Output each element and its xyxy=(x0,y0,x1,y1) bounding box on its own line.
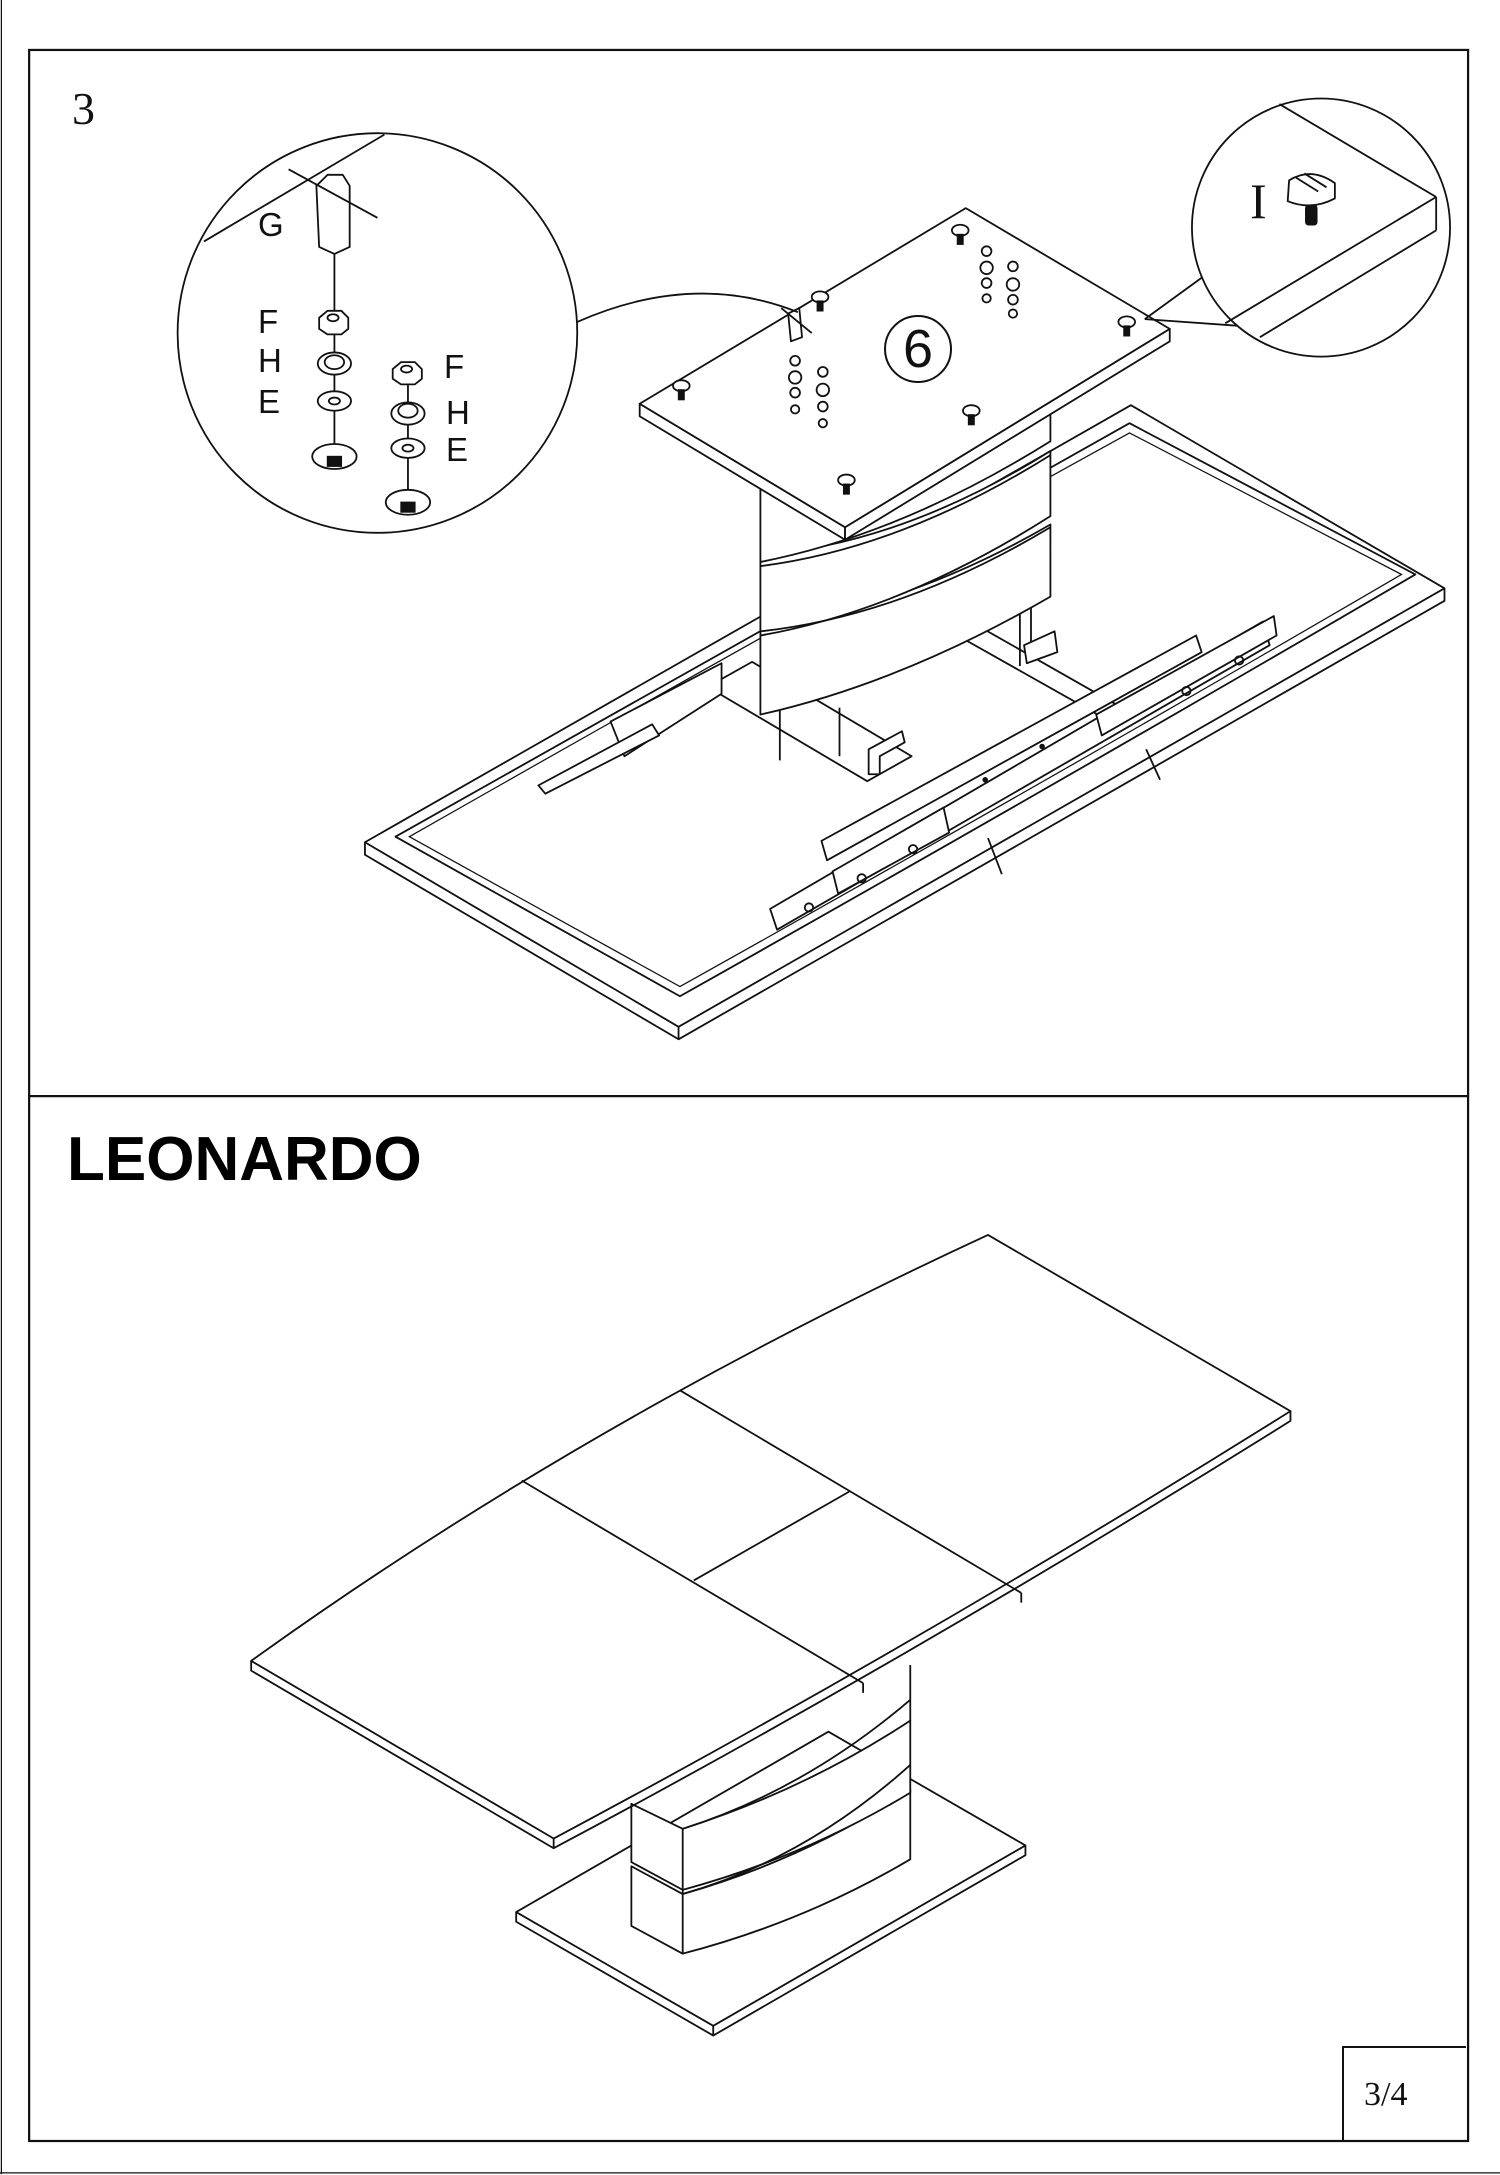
part-callout-circle: 6 xyxy=(884,315,952,383)
leveler-feet xyxy=(672,223,1136,495)
threaded-insert-icon xyxy=(384,488,432,516)
screw-holes xyxy=(787,245,1021,429)
part-label-f: F xyxy=(258,303,279,340)
part-label-e: E xyxy=(258,383,281,420)
socket-wrench-small xyxy=(787,307,803,343)
nut-icon xyxy=(318,309,350,336)
product-name: LEONARDO xyxy=(67,1125,422,1194)
spring-washer-icon xyxy=(316,351,352,376)
assembled-table xyxy=(250,1234,1292,2037)
part-label-g: G xyxy=(258,206,284,243)
nut-icon xyxy=(391,361,423,386)
part-label-i: I xyxy=(1250,173,1267,229)
part-label-f: F xyxy=(444,348,465,385)
part-label-e: E xyxy=(446,431,469,468)
page-number: 3/4 xyxy=(1364,2076,1408,2113)
part-label-h: H xyxy=(258,342,282,379)
hex-socket-wrench-icon xyxy=(315,173,351,255)
detail-circle-bolts xyxy=(176,132,799,534)
step-number: 3 xyxy=(72,83,95,134)
detail-circle-leveler xyxy=(1144,97,1451,358)
leveler-foot-icon xyxy=(1286,172,1336,226)
flat-washer-icon xyxy=(316,390,352,412)
page-number-box xyxy=(1342,2046,1466,2141)
flat-washer-icon xyxy=(390,437,426,459)
table-frame-underside xyxy=(364,404,1446,1041)
spring-washer-icon xyxy=(390,401,426,426)
part-label-h: H xyxy=(446,394,470,431)
threaded-insert-icon xyxy=(311,443,358,470)
